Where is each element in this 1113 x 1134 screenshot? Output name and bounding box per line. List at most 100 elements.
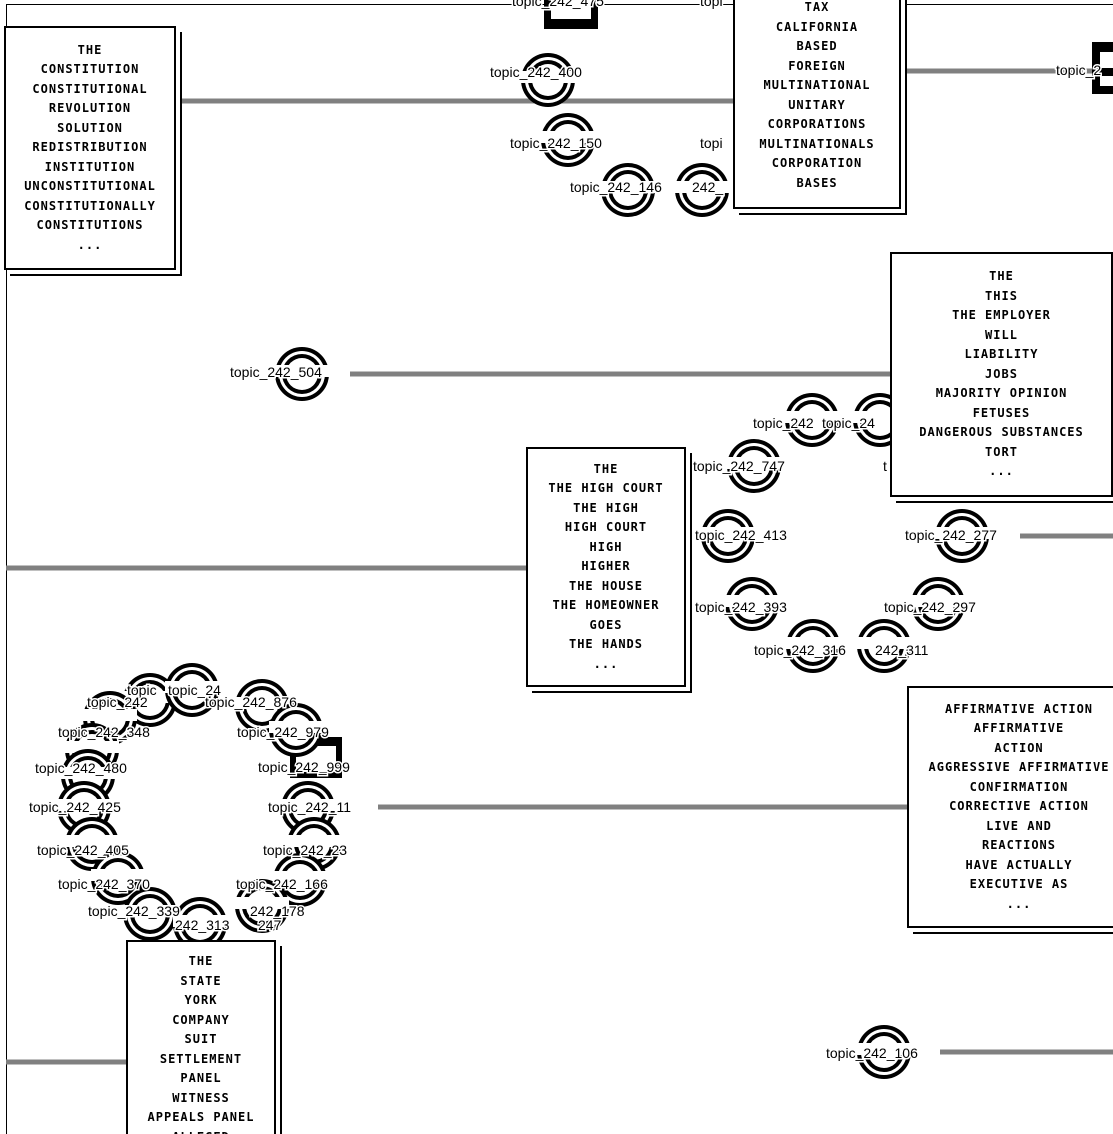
topic-word: THE HANDS [568, 637, 644, 652]
topic-word: MAJORITY OPINION [935, 386, 1068, 401]
node-n11-circle-icon[interactable] [281, 781, 335, 835]
topic-word: HIGH COURT [564, 520, 648, 535]
node-n339-circle-icon[interactable] [123, 887, 177, 941]
node-label-n23: topic_242_23 [263, 842, 347, 858]
square-nodes [290, 0, 1113, 778]
node-label-n316: topic_242_316 [754, 642, 846, 658]
node-label-n313: 242_313 [175, 917, 230, 933]
node-n311-circle-icon[interactable] [857, 619, 911, 673]
node-label-n11: topic_242_11 [268, 799, 351, 815]
node-n_c2-circle-icon[interactable] [165, 663, 219, 717]
topic-word: HIGHER [581, 559, 631, 574]
node-n425-circle-icon[interactable] [57, 781, 111, 835]
node-label-n146: topic_242_146 [570, 179, 662, 195]
topic-word: THE [989, 269, 1014, 284]
node-999-square-icon[interactable] [290, 737, 342, 778]
node-label-n297: topic_242_297 [884, 599, 976, 615]
node-label-n348: topic_242_348 [58, 724, 150, 740]
topic-word: CALIFORNIA [775, 19, 859, 34]
topic-word: THE [593, 461, 619, 476]
topic-word: WITNESS [172, 1090, 230, 1105]
node-label-n_ring_b: topic_24 [822, 415, 875, 431]
topic-word: MULTINATIONALS [759, 136, 875, 151]
topic-word: COMPANY [172, 1012, 230, 1027]
topic-word: THE HOUSE [568, 578, 644, 593]
graph-edges [6, 68, 1113, 1065]
node-label-n425: topic_242_425 [29, 799, 121, 815]
node-label-n_top1: topi [700, 0, 723, 9]
node-n313-circle-icon[interactable] [173, 897, 227, 951]
node-label-n166: topic_242_166 [236, 876, 328, 892]
topic-word: STATE [180, 973, 222, 988]
node-n297-circle-icon[interactable] [911, 577, 965, 631]
node-label-n106: topic_242_106 [826, 1045, 918, 1061]
node-label-n504: topic_242_504 [230, 364, 322, 380]
topic-word: ... [989, 464, 1014, 479]
node-n_c1-circle-icon[interactable] [123, 673, 177, 727]
topic-word: ... [593, 656, 619, 671]
topic-word: HAVE ACTUALLY [965, 857, 1073, 872]
topic-word: CORRECTIVE ACTION [949, 799, 1089, 814]
topic-word: CONFIRMATION [969, 779, 1069, 794]
topic-word: UNCONSTITUTIONAL [24, 179, 156, 194]
node-n277-circle-icon[interactable] [935, 509, 989, 563]
topic-word: CONSTITUTIONALLY [24, 198, 156, 213]
node-label-n247: 247 [258, 917, 282, 933]
node-n393-circle-icon[interactable] [725, 577, 779, 631]
topic-word: THE HIGH COURT [548, 481, 664, 496]
node-label-n178: 242_178 [250, 903, 305, 919]
topic-word: TAX [804, 0, 830, 14]
node-n106-circle-icon[interactable] [857, 1025, 911, 1079]
topic-word: AFFIRMATIVE [973, 721, 1065, 736]
node-label-n405: topic_242_405 [37, 842, 129, 858]
node-label-n979: topic_242_979 [237, 724, 329, 740]
node-n747-circle-icon[interactable] [727, 439, 781, 493]
node-label-n999: topic_242_999 [258, 759, 350, 775]
topic-word: GOES [589, 617, 623, 632]
node-label-n_ring_t: t [883, 458, 887, 474]
node-n370-circle-icon[interactable] [91, 851, 145, 905]
node-n146-circle-icon[interactable] [601, 163, 655, 217]
node-label-n393: topic_242_393 [695, 599, 787, 615]
node-n_ring_a-circle-icon[interactable] [785, 393, 839, 447]
topic-word: SUIT [184, 1032, 218, 1046]
node-n504-circle-icon[interactable] [275, 347, 329, 401]
node-n150-circle-icon[interactable] [541, 113, 595, 167]
topic-word: FETUSES [972, 405, 1031, 420]
topic-word: THE HIGH [573, 500, 639, 515]
topic-word: APPEALS PANEL [147, 1110, 255, 1124]
topic-word: SOLUTION [57, 120, 123, 135]
node-label-n400: topic_242_400 [490, 64, 582, 80]
topic-word: THE [188, 954, 214, 968]
topic-word: JOBS [985, 366, 1018, 381]
node-n_top2-circle-icon[interactable] [675, 163, 729, 217]
topic-word: CONSTITUTION [40, 62, 140, 77]
topic-word: SETTLEMENT [159, 1051, 243, 1066]
topic-word: INSTITUTION [44, 159, 136, 174]
node-n413-circle-icon[interactable] [701, 509, 755, 563]
node-right-edge-square-icon[interactable] [1092, 42, 1113, 94]
node-n400-circle-icon[interactable] [521, 53, 575, 107]
node-475-square-icon[interactable] [544, 0, 598, 29]
topic-word: REACTIONS [981, 838, 1057, 853]
node-label-n480: topic_242_480 [35, 760, 127, 776]
node-label-n370: topic_242_370 [58, 876, 150, 892]
topic-word: LIVE AND [986, 818, 1052, 833]
node-n979-circle-icon[interactable] [269, 703, 323, 757]
node-n316-circle-icon[interactable] [786, 619, 840, 673]
node-n166-circle-icon[interactable] [273, 853, 327, 907]
node-label-n_mid_a: 242_ [692, 179, 723, 195]
topic-word: UNITARY [788, 97, 846, 112]
node-n178-circle-icon[interactable] [235, 879, 289, 933]
node-label-n_top2: topi [700, 135, 723, 151]
